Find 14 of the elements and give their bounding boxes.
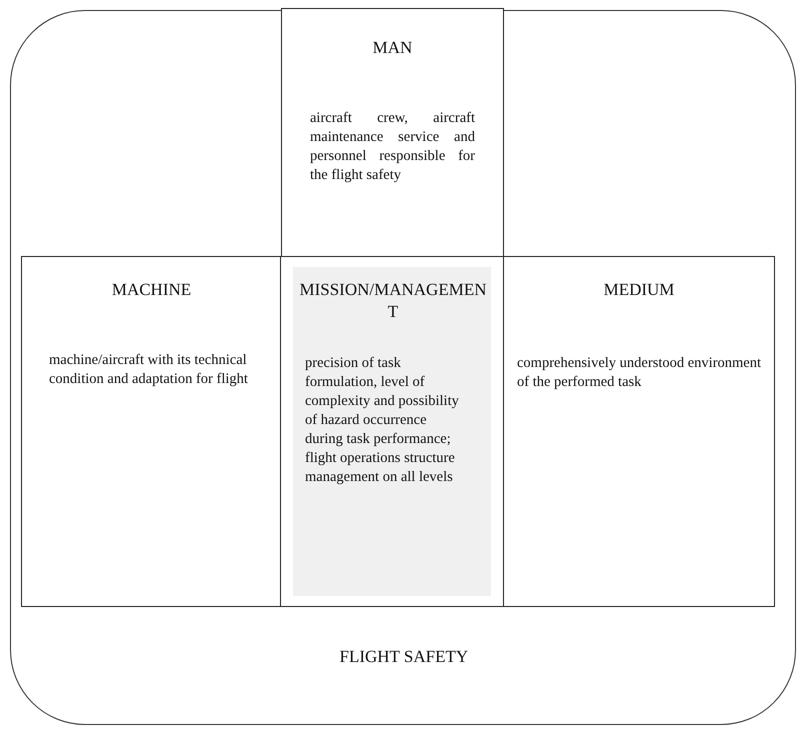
factor-description: aircraft crew, aircraft maintenance service and personnel responsible for the flight safety: [310, 109, 475, 185]
outer-frame: [10, 10, 796, 725]
factor-heading: MACHINE: [110, 279, 192, 301]
factor-description: comprehensively understood environment of the performed task: [517, 354, 762, 392]
title-text: FLIGHT SAFETY: [340, 646, 468, 668]
factor-heading: MISSION/MANAGEMENT: [298, 279, 488, 323]
factor-heading: MAN: [372, 37, 414, 59]
factor-description: precision of task formulation, level of complexity and possibility of hazard occurrence during task performance; flight operations structure management on all levels: [305, 354, 460, 487]
factor-box: [503, 256, 775, 607]
factor-box: [21, 256, 282, 607]
factor-heading: MEDIUM: [602, 279, 676, 301]
factor-box: [281, 8, 504, 258]
factor-box: [280, 256, 504, 607]
factor-description: machine/aircraft with its technical condition and adaptation for flight: [49, 351, 249, 389]
